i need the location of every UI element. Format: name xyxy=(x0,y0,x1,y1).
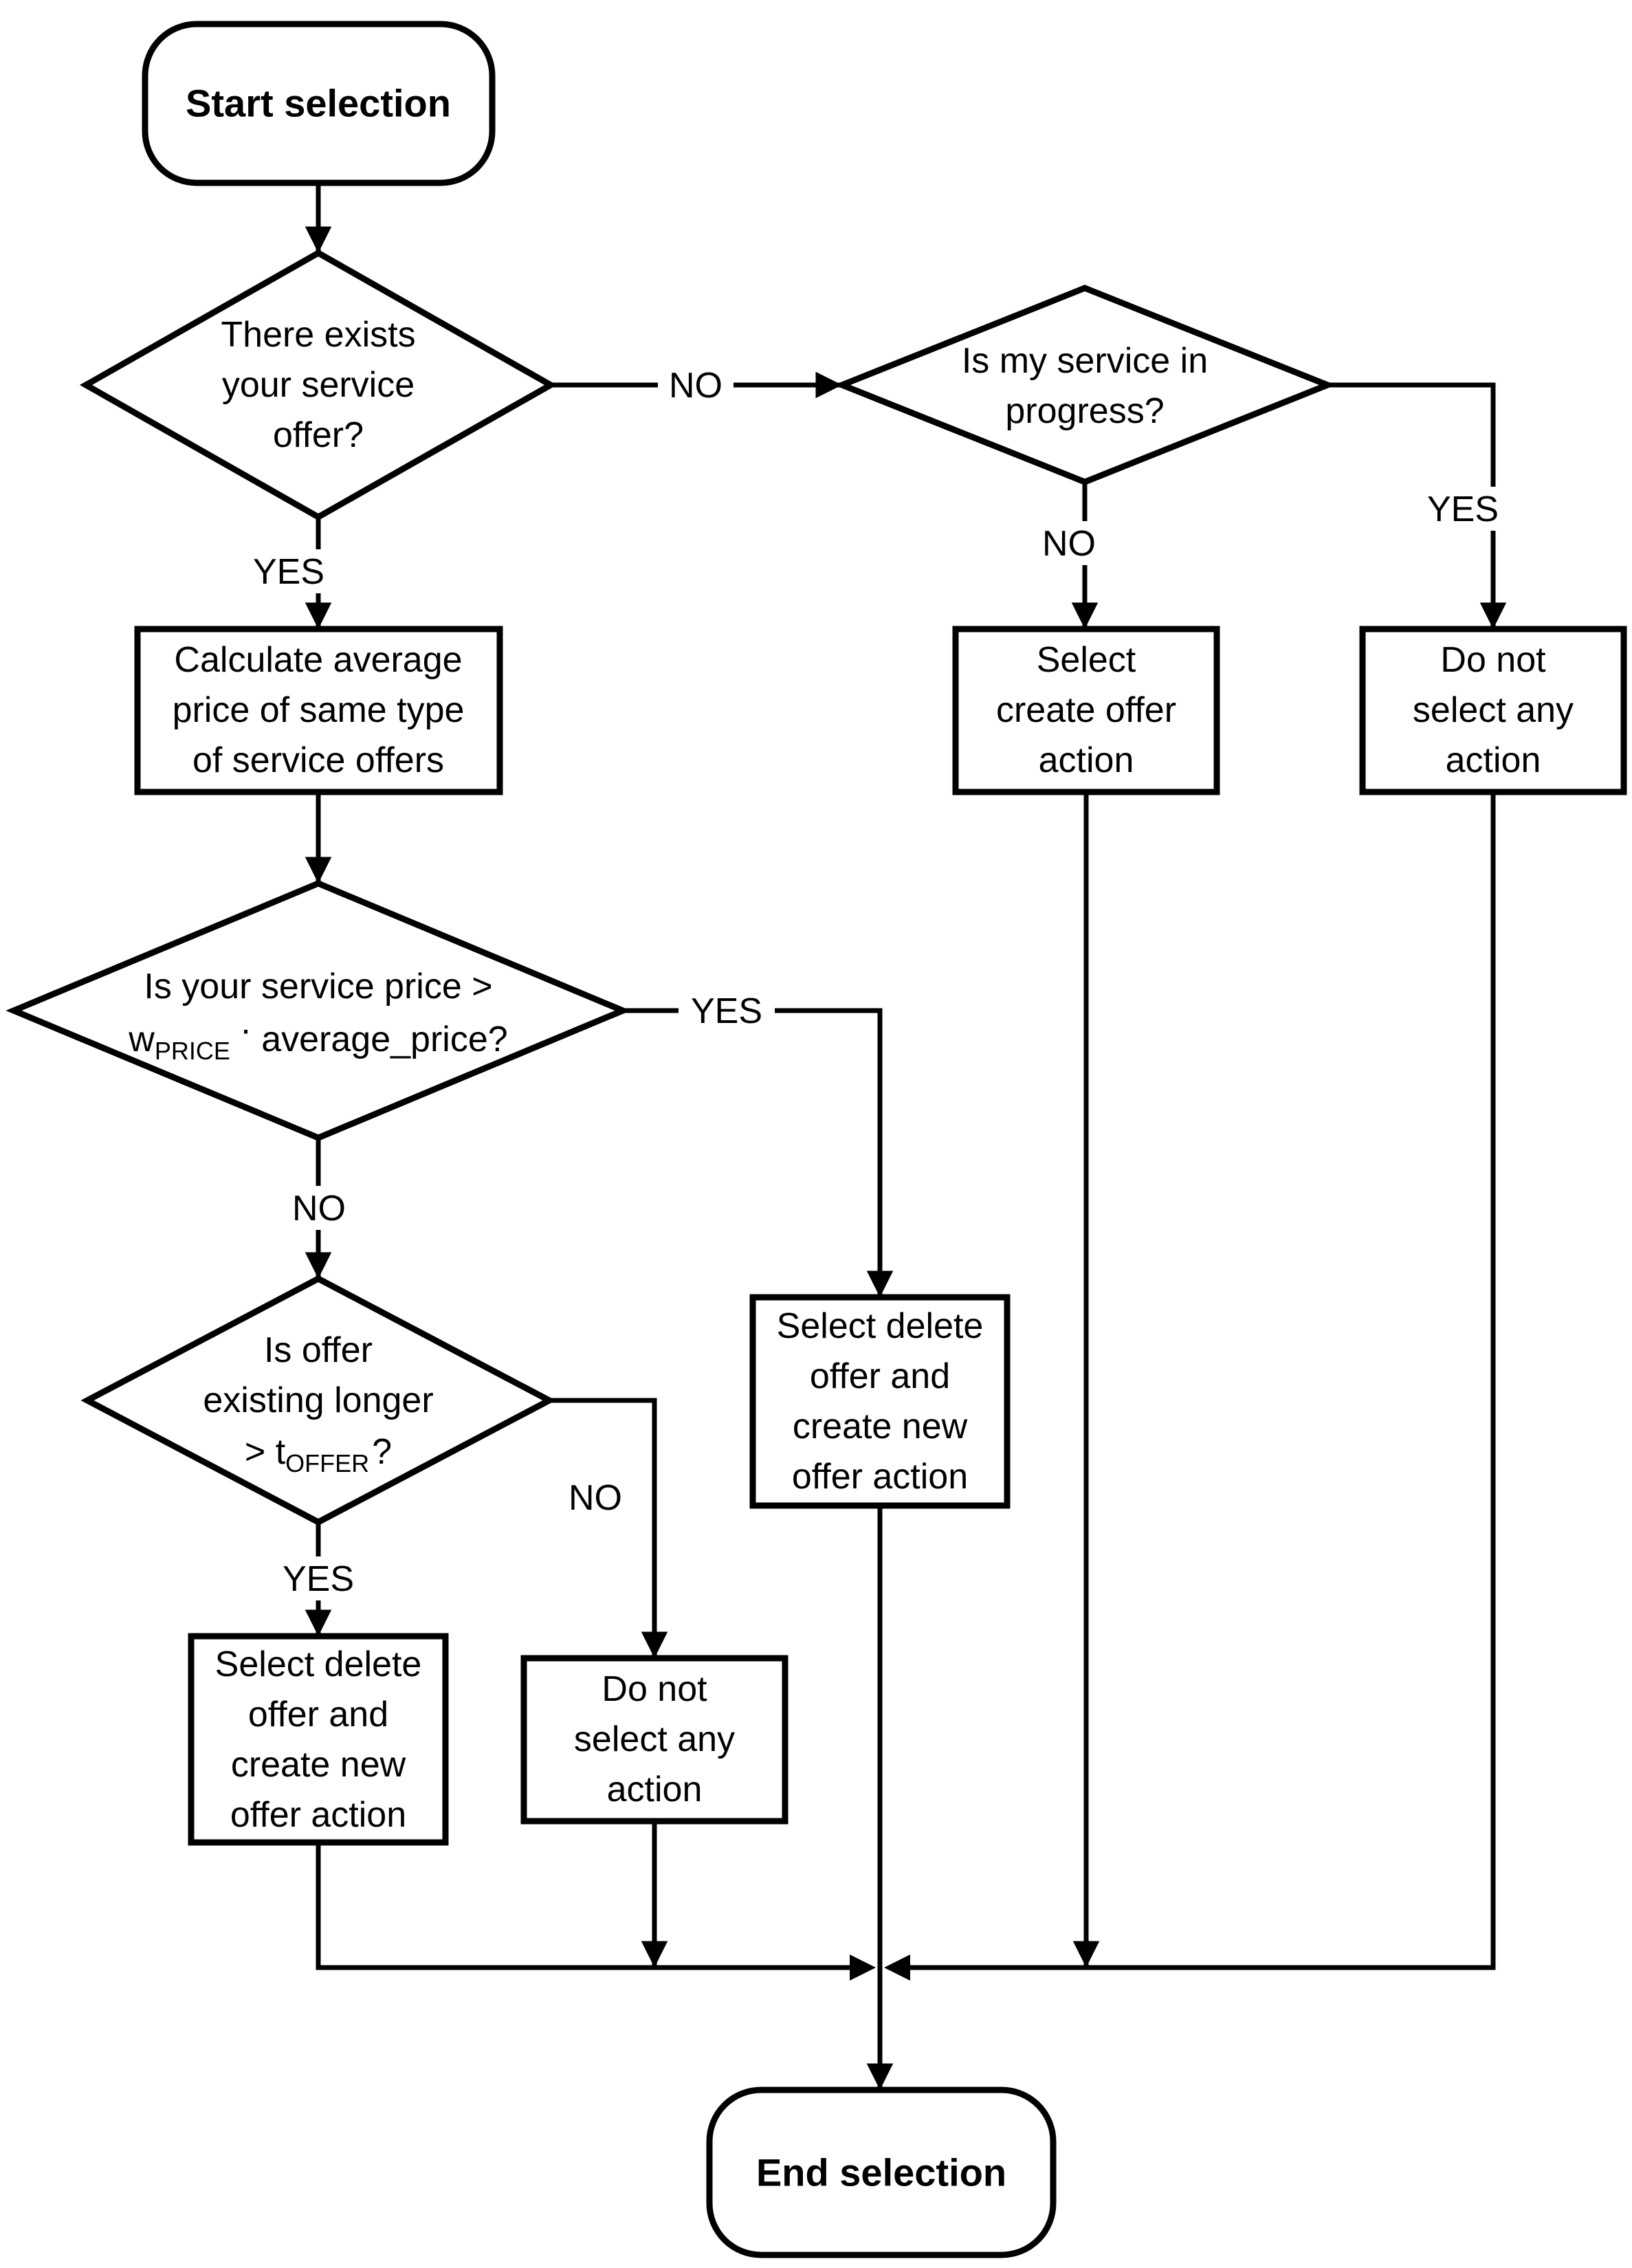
end-node xyxy=(706,2087,1057,2258)
decision-price-above-weighted-average xyxy=(5,880,631,1141)
label-bg-d3-no xyxy=(281,1186,357,1230)
decision-offer-age xyxy=(80,1275,556,1526)
junction-arrow-right-icon xyxy=(850,1955,876,1981)
label-bg-d2-yes xyxy=(1415,487,1511,531)
edge-d3-yes-to-delete-right xyxy=(623,1008,894,1297)
delete-right-line2: offer and xyxy=(810,1356,950,1396)
noaction-right-line2: select any xyxy=(1413,690,1574,730)
label-d1-yes: YES xyxy=(253,552,324,592)
noaction-mid-line2: select any xyxy=(574,1719,735,1759)
process-no-action-mid xyxy=(520,1655,789,1825)
end-node-label: End selection xyxy=(756,2151,1006,2194)
decision-offer-exists-line2: your service xyxy=(222,365,415,405)
calc-line1: Calculate average xyxy=(174,640,462,680)
gt-t-base: > t xyxy=(245,1432,286,1472)
w-base: w xyxy=(128,1020,155,1059)
decision-offer-exists-line1: There exists xyxy=(221,315,415,355)
delete-left-line3: create new xyxy=(231,1745,406,1785)
calc-line3: of service offers xyxy=(192,740,444,780)
label-d3-no: NO xyxy=(292,1189,346,1229)
label-d3-yes: YES xyxy=(691,991,762,1031)
process-select-create-offer xyxy=(952,626,1220,795)
delete-right-line4: offer action xyxy=(792,1457,968,1497)
edge-delete-left-to-junction xyxy=(316,1842,851,1970)
delete-right-line3: create new xyxy=(793,1407,968,1446)
noaction-mid-line3: action xyxy=(607,1770,703,1809)
calc-line2: price of same type xyxy=(173,690,465,730)
delete-right-line1: Select delete xyxy=(777,1306,984,1346)
decision-service-in-progress-line1: Is my service in xyxy=(962,341,1208,381)
process-delete-and-create-right xyxy=(749,1294,1011,1509)
create-line3: action xyxy=(1039,740,1134,780)
question-mark: ? xyxy=(372,1432,392,1472)
label-bg-d4-yes xyxy=(270,1556,366,1600)
junction-arrow-left-icon xyxy=(884,1955,910,1981)
decision-offer-exists xyxy=(79,249,558,521)
decision-price-line1: Is your service price > xyxy=(144,967,492,1006)
decision-service-in-progress xyxy=(833,285,1336,485)
label-bg-d1-no xyxy=(658,363,734,407)
create-line1: Select xyxy=(1037,640,1136,680)
decision-price-line2: wPRICE ·average_price? xyxy=(128,1010,507,1065)
delete-left-line1: Select delete xyxy=(215,1644,422,1684)
label-d4-yes: YES xyxy=(283,1559,354,1599)
noaction-right-line3: action xyxy=(1446,740,1541,780)
label-bg-d3-yes xyxy=(679,989,775,1033)
label-d2-yes: YES xyxy=(1427,489,1499,529)
label-bg-d1-yes xyxy=(241,549,337,593)
decision-offer-age-line1: Is offer xyxy=(264,1330,373,1370)
t-subscript: OFFER xyxy=(285,1449,369,1477)
edge-d2-yes-to-noaction-right xyxy=(1327,382,1507,629)
edge-noaction-right-to-junction xyxy=(909,792,1496,1970)
delete-left-line4: offer action xyxy=(230,1795,406,1835)
decision-offer-age-line3: > tOFFER? xyxy=(245,1432,392,1477)
start-node-label: Start selection xyxy=(186,82,451,125)
delete-left-line2: offer and xyxy=(248,1695,388,1735)
dot-operator: · xyxy=(240,1010,252,1050)
process-calculate-average-price xyxy=(134,626,503,795)
process-no-action-right xyxy=(1359,626,1627,795)
decision-service-in-progress-line2: progress? xyxy=(1005,391,1164,431)
label-d4-no: NO xyxy=(569,1478,622,1518)
noaction-mid-line1: Do not xyxy=(602,1669,707,1709)
decision-offer-exists-line3: offer? xyxy=(273,415,364,455)
label-bg-d4-no xyxy=(558,1475,633,1519)
decision-offer-age-line2: existing longer xyxy=(203,1380,433,1420)
process-delete-and-create-left xyxy=(188,1633,449,1846)
label-bg-d2-no xyxy=(1031,521,1107,565)
w-subscript: PRICE xyxy=(155,1037,230,1065)
noaction-right-line1: Do not xyxy=(1440,640,1546,680)
start-node xyxy=(142,21,496,186)
create-line2: create offer xyxy=(996,690,1176,730)
average-price-term: average_price? xyxy=(261,1020,507,1059)
edge-d4-no-to-noaction-mid xyxy=(549,1398,668,1658)
label-d1-no: NO xyxy=(669,366,723,406)
label-d2-no: NO xyxy=(1042,524,1096,564)
